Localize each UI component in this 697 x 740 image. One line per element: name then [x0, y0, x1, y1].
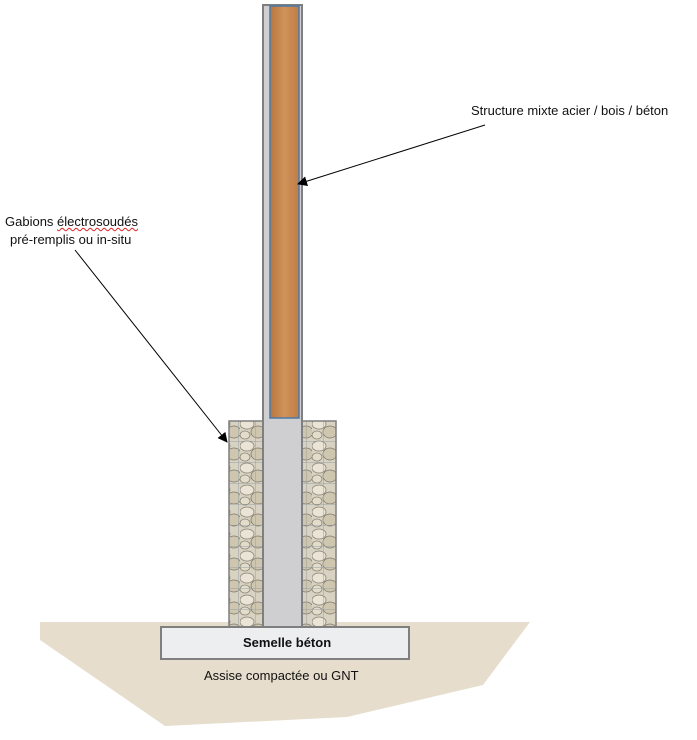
footing-label: Semelle béton: [243, 635, 332, 650]
gabion-arrow: [74, 249, 228, 443]
gabion-label-line2: pré-remplis ou in-situ: [10, 232, 132, 247]
concrete-footing: [160, 626, 410, 660]
wood-core: [269, 5, 300, 419]
gabion-left: [228, 420, 265, 629]
structure-arrow: [297, 124, 486, 187]
gabion-label-word: électrosoudés: [57, 214, 138, 229]
gabion-right: [301, 420, 337, 629]
gabion-label-word: Gabions: [5, 214, 54, 229]
structure-label: Structure mixte acier / bois / béton: [471, 103, 669, 118]
gabion-label-line1: Gabions électrosoudés: [5, 214, 138, 229]
base-label: Assise compactée ou GNT: [204, 668, 359, 683]
